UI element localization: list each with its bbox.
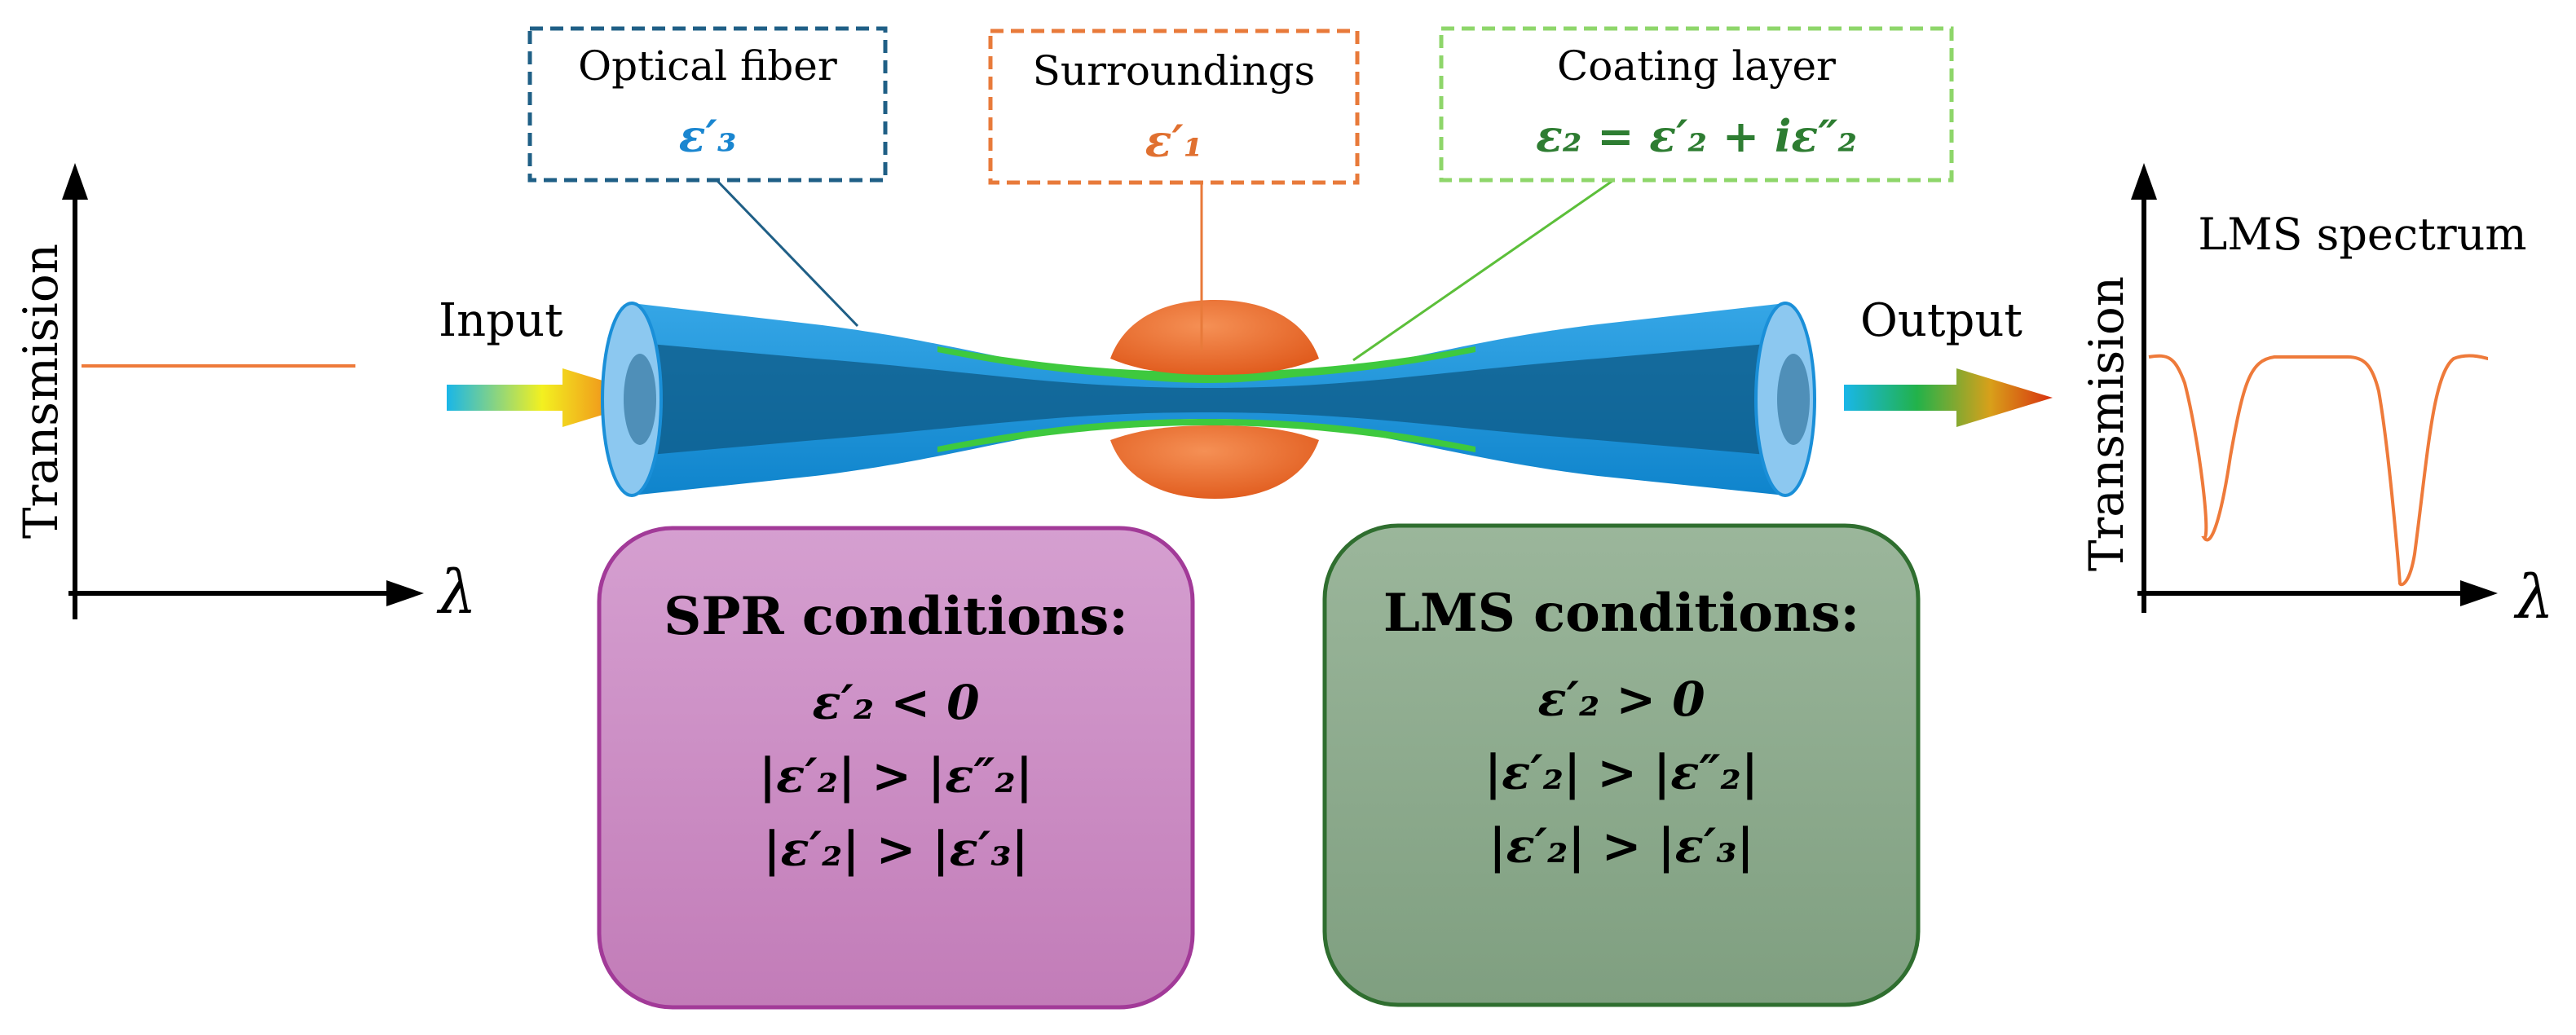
lms-spectrum-curve [2148,354,2489,587]
coating-layer-label: Coating layer ε₂ = ε′₂ + iε″₂ [1439,26,1954,183]
right-x-arrowhead [2460,580,2498,606]
surroundings-epsilon: ε′₁ [1145,115,1203,167]
left-plot: Transmision λ [13,163,477,628]
spr-conditions-box: SPR conditions: ε′₂ < 0 |ε′₂| > |ε″₂| |ε… [597,526,1195,1010]
right-x-label: λ [2513,562,2554,632]
lms-conditions-box: LMS conditions: ε′₂ > 0 |ε′₂| > |ε″₂| |ε… [1322,523,1921,1007]
spr-condition-2: |ε′₂| > |ε″₂| [759,748,1033,804]
lms-condition-1: ε′₂ > 0 [1537,672,1705,727]
left-y-arrowhead [62,163,88,200]
fiber-leader-line [716,179,859,328]
lms-title: LMS conditions: [1383,583,1859,644]
surroundings-title: Surroundings [1033,47,1316,95]
surroundings-ball-bottom [1110,425,1319,499]
surroundings-ball-top [1110,300,1319,375]
coating-epsilon: ε₂ = ε′₂ + iε″₂ [1536,110,1857,162]
spr-title: SPR conditions: [664,586,1128,647]
input-label: Input [439,294,563,347]
surroundings-label: Surroundings ε′₁ [988,29,1360,185]
right-plot: LMS spectrum Transmision λ [2079,163,2554,632]
coating-title: Coating layer [1557,42,1836,90]
fiber-core [632,342,1785,456]
output-arrow: Output [1844,294,2053,427]
right-y-arrowhead [2131,163,2157,200]
spr-condition-3: |ε′₂| > |ε′₃| [763,821,1028,877]
spr-condition-1: ε′₂ < 0 [812,675,979,730]
lms-condition-3: |ε′₂| > |ε′₃| [1489,818,1753,874]
coating-leader-line [1352,179,1613,362]
lms-condition-2: |ε′₂| > |ε″₂| [1484,745,1758,800]
surroundings-medium [1110,300,1319,499]
right-y-label: Transmision [2079,276,2134,571]
fiber-title: Optical fiber [578,42,837,90]
left-x-arrowhead [386,580,424,606]
right-plot-title: LMS spectrum [2198,209,2526,260]
left-y-label: Transmision [13,244,68,539]
fiber-epsilon: ε′₃ [679,110,737,162]
coating-layer-bottom [937,419,1475,452]
left-x-label: λ [436,557,477,628]
tapered-optical-fiber [601,302,1816,497]
output-label: Output [1860,294,2022,347]
optical-fiber-label: Optical fiber ε′₃ [527,26,888,183]
